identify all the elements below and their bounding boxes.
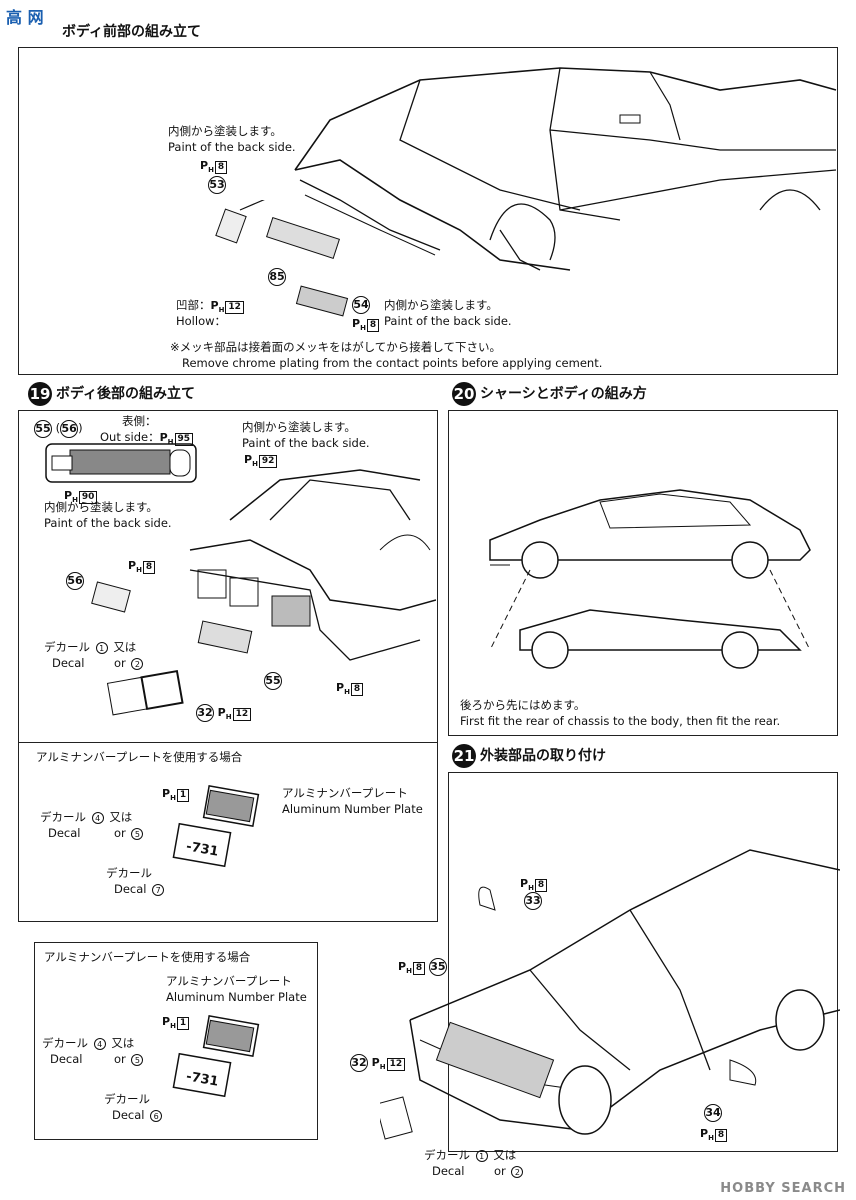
alu2-plate-illustration [172,1015,260,1098]
step19-rear-garnish-part [45,443,197,483]
step19-small-parts [91,581,253,716]
site-logo: 高 网 [6,8,44,27]
step18-note1-ja: 内側から塗装します。 [168,124,282,138]
step19-back2-ja: 内側から塗装します。 [44,500,158,514]
step18-frame [18,47,838,375]
alu1-plate-illustration [172,785,260,868]
step20-body-chassis-illustration [489,489,811,669]
step18-chrome-note-ja: ※メッキ部品は接着面のメッキをはがしてから接着して下さい。 [170,340,501,354]
step19-or-en: or 2 [114,656,145,671]
step18-part53: 53 [208,176,226,194]
alu2-plate-ja: アルミナンバープレート [166,974,292,988]
alu2-decal6-ja: デカール [104,1092,150,1106]
step19-part55-label: 55 (56) [34,420,83,438]
step18-hollow-en: Hollow： [176,314,227,328]
step19-decal-en: Decal [52,656,85,670]
step18-note2-en: Paint of the back side. [384,314,512,328]
step20-note-en: First fit the rear of chassis to the bod… [460,714,781,728]
step19-decal-ja: デカール 1 又は [44,640,137,654]
alu2-decal-ja: デカール 4 又は [42,1036,135,1050]
step21-decal-en: Decal [432,1164,465,1178]
step19-outside-ja: 表側： [122,414,157,428]
alu2-decal-en: Decal [50,1052,83,1066]
step21-part34: 34 [704,1104,722,1122]
step20-note-ja: 後ろから先にはめます。 [460,698,586,712]
step18-part85: 85 [268,268,286,286]
alu2-title: アルミナンバープレートを使用する場合 [44,950,251,964]
step18-title: 18ボディ前部の組み立て [62,24,202,40]
alu1-frame [18,742,438,922]
step18-grille-parts [215,200,349,317]
step18-note2-ja: 内側から塗装します。 [384,298,498,312]
step18-chrome-note-en: Remove chrome plating from the contact p… [182,356,603,370]
step18-note1-en: Paint of the back side. [168,140,296,154]
alu1-title: アルミナンバープレートを使用する場合 [36,750,243,764]
alu2-decal6-en: Decal 6 [112,1108,164,1123]
alu1-decal-ja: デカール 4 又は [40,810,133,824]
step19-back-en: Paint of the back side. [242,436,370,450]
alu2-or-en: or 5 [114,1052,145,1067]
step20-frame [448,410,838,736]
step20-number-badge: 20 [452,382,476,406]
step19-back2-en: Paint of the back side. [44,516,172,530]
step19-rear-car-illustration [189,469,436,661]
alu1-decal7-en: Decal 7 [114,882,166,897]
alu1-plate-en: Aluminum Number Plate [282,802,423,816]
alu2-frame [34,942,318,1140]
hobbysearch-watermark: HOBBY SEARCH [720,1181,846,1196]
step21-car-illustration [380,849,840,1140]
step19-part55: 55 [264,672,282,690]
step21-decal-ja: デカール 1 又は [424,1148,517,1162]
step21-part33: 33 [524,892,542,910]
alu1-decal-en: Decal [48,826,81,840]
step19-number-badge: 19 [28,382,52,406]
step21-or-en: or 2 [494,1164,525,1179]
alu1-or-en: or 5 [114,826,145,841]
step18-part54: 54 [352,296,370,314]
step18-front-car-illustration [294,67,837,271]
step21-frame [448,772,838,1152]
alu1-plate-ja: アルミナンバープレート [282,786,408,800]
alu2-plate-en: Aluminum Number Plate [166,990,307,1004]
step21-number-badge: 21 [452,744,476,768]
step19-part56: 56 [66,572,84,590]
step19-back-ja: 内側から塗装します。 [242,420,356,434]
alu1-decal7-ja: デカール [106,866,152,880]
